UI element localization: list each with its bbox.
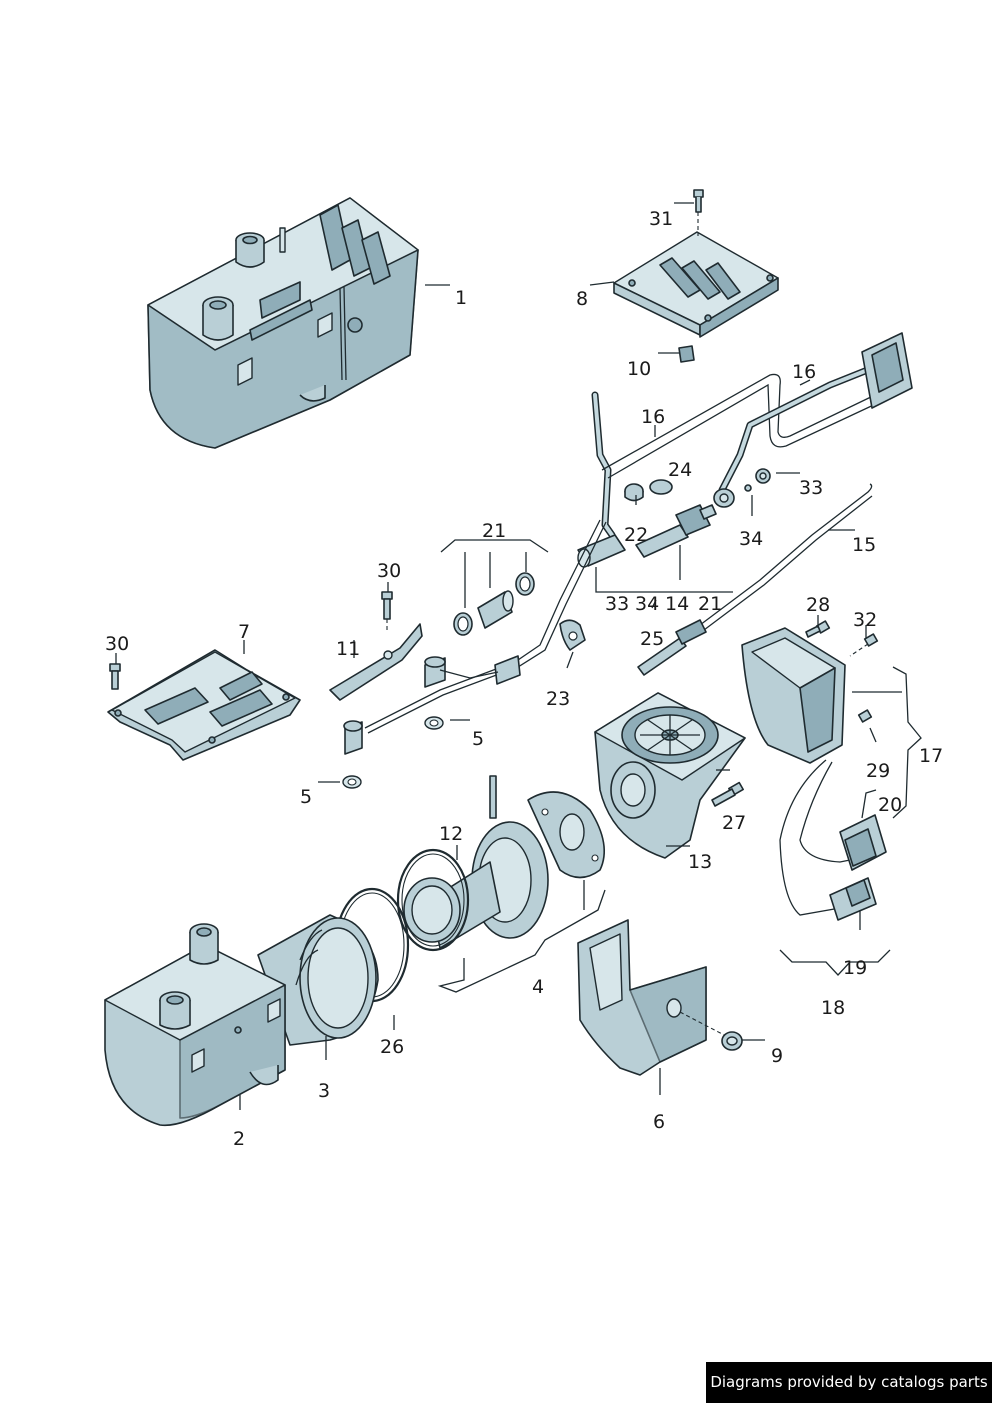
mounting-bracket-6 xyxy=(577,919,743,1076)
burner-assembly-4 xyxy=(396,775,606,952)
callout-22: 22 xyxy=(624,524,648,546)
callout-5-lower: 5 xyxy=(300,786,312,808)
seal-set-21 xyxy=(453,572,535,636)
callout-27: 27 xyxy=(722,812,746,834)
callout-32: 32 xyxy=(853,609,877,631)
callout-10: 10 xyxy=(627,358,651,380)
callout-33-right: 33 xyxy=(799,477,823,499)
callout-26: 26 xyxy=(380,1036,404,1058)
callout-16-left: 16 xyxy=(641,406,665,428)
callout-2: 2 xyxy=(233,1128,245,1150)
heat-exchanger-assembly xyxy=(104,887,410,1127)
heater-unit-assembly xyxy=(147,197,419,449)
callout-14: 14 xyxy=(665,593,689,615)
callout-15: 15 xyxy=(852,534,876,556)
footer-credit: Diagrams provided by catalogs parts xyxy=(706,1362,992,1403)
callout-8: 8 xyxy=(576,288,588,310)
callout-18: 18 xyxy=(821,997,845,1019)
callout-7: 7 xyxy=(238,621,250,643)
temperature-sensor-assembly xyxy=(577,479,717,568)
callout-9: 9 xyxy=(771,1045,783,1067)
callout-34-lower: 34 xyxy=(635,593,659,615)
callout-24: 24 xyxy=(668,459,692,481)
heat-shield-7 xyxy=(107,591,423,761)
callout-11: 11 xyxy=(336,638,360,660)
blower-housing-17 xyxy=(741,620,887,921)
callout-23: 23 xyxy=(546,688,570,710)
blower-fan-13 xyxy=(594,692,746,859)
callout-28: 28 xyxy=(806,594,830,616)
callout-17: 17 xyxy=(919,745,943,767)
callout-13: 13 xyxy=(688,851,712,873)
callout-1: 1 xyxy=(455,287,467,309)
callout-31: 31 xyxy=(649,208,673,230)
leader-lines xyxy=(115,202,922,1110)
wiring-harness-16 xyxy=(591,332,913,539)
sensor-cable-15 xyxy=(637,483,873,676)
callout-16-right: 16 xyxy=(792,361,816,383)
glow-plug-connectors xyxy=(342,656,499,789)
callout-30-lower: 30 xyxy=(105,633,129,655)
callout-20: 20 xyxy=(878,794,902,816)
callout-29: 29 xyxy=(866,760,890,782)
callout-25: 25 xyxy=(640,628,664,650)
callout-21-sensor: 21 xyxy=(698,593,722,615)
fuel-pipe xyxy=(364,519,607,734)
callout-3: 3 xyxy=(318,1080,330,1102)
callout-34-right: 34 xyxy=(739,528,763,550)
callout-30-upper: 30 xyxy=(377,560,401,582)
control-unit-assembly xyxy=(613,189,779,363)
callout-19: 19 xyxy=(843,957,867,979)
callout-6: 6 xyxy=(653,1111,665,1133)
callout-4: 4 xyxy=(532,976,544,998)
callout-12: 12 xyxy=(439,823,463,845)
callout-21-top: 21 xyxy=(482,520,506,542)
callout-labels: 1 2 3 4 5 5 6 7 8 9 10 11 12 13 14 15 16… xyxy=(105,208,943,1150)
callout-33-lower: 33 xyxy=(605,593,629,615)
callout-5-upper: 5 xyxy=(472,728,484,750)
